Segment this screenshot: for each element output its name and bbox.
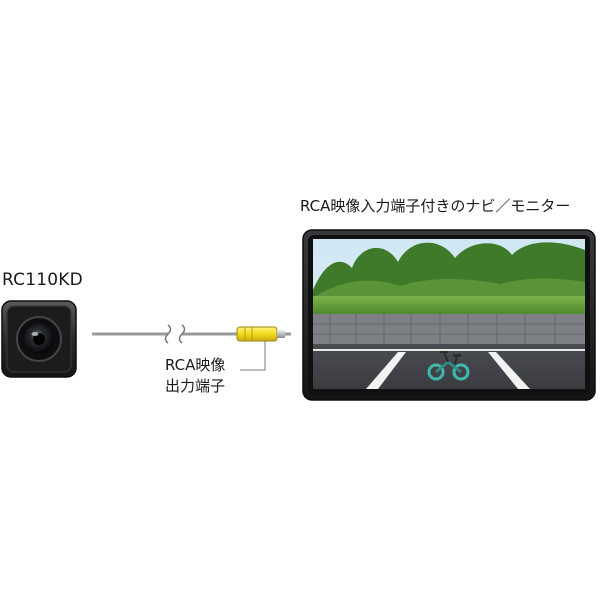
rear-camera-icon	[1, 300, 77, 378]
camera-model-label: RC110KD	[2, 270, 83, 290]
monitor-label: RCA映像入力端子付きのナビ／モニター	[300, 197, 571, 215]
rca-plug-icon	[236, 326, 291, 342]
video-cable	[92, 324, 291, 371]
connector-label: RCA映像 出力端子	[165, 355, 225, 397]
connector-label-line2: 出力端子	[165, 377, 226, 395]
navi-monitor	[302, 229, 596, 401]
cable-break-icon	[164, 324, 186, 344]
balance-bike-icon	[427, 351, 470, 381]
connector-label-line1: RCA映像	[165, 356, 226, 374]
parking-view-icon	[313, 239, 585, 389]
